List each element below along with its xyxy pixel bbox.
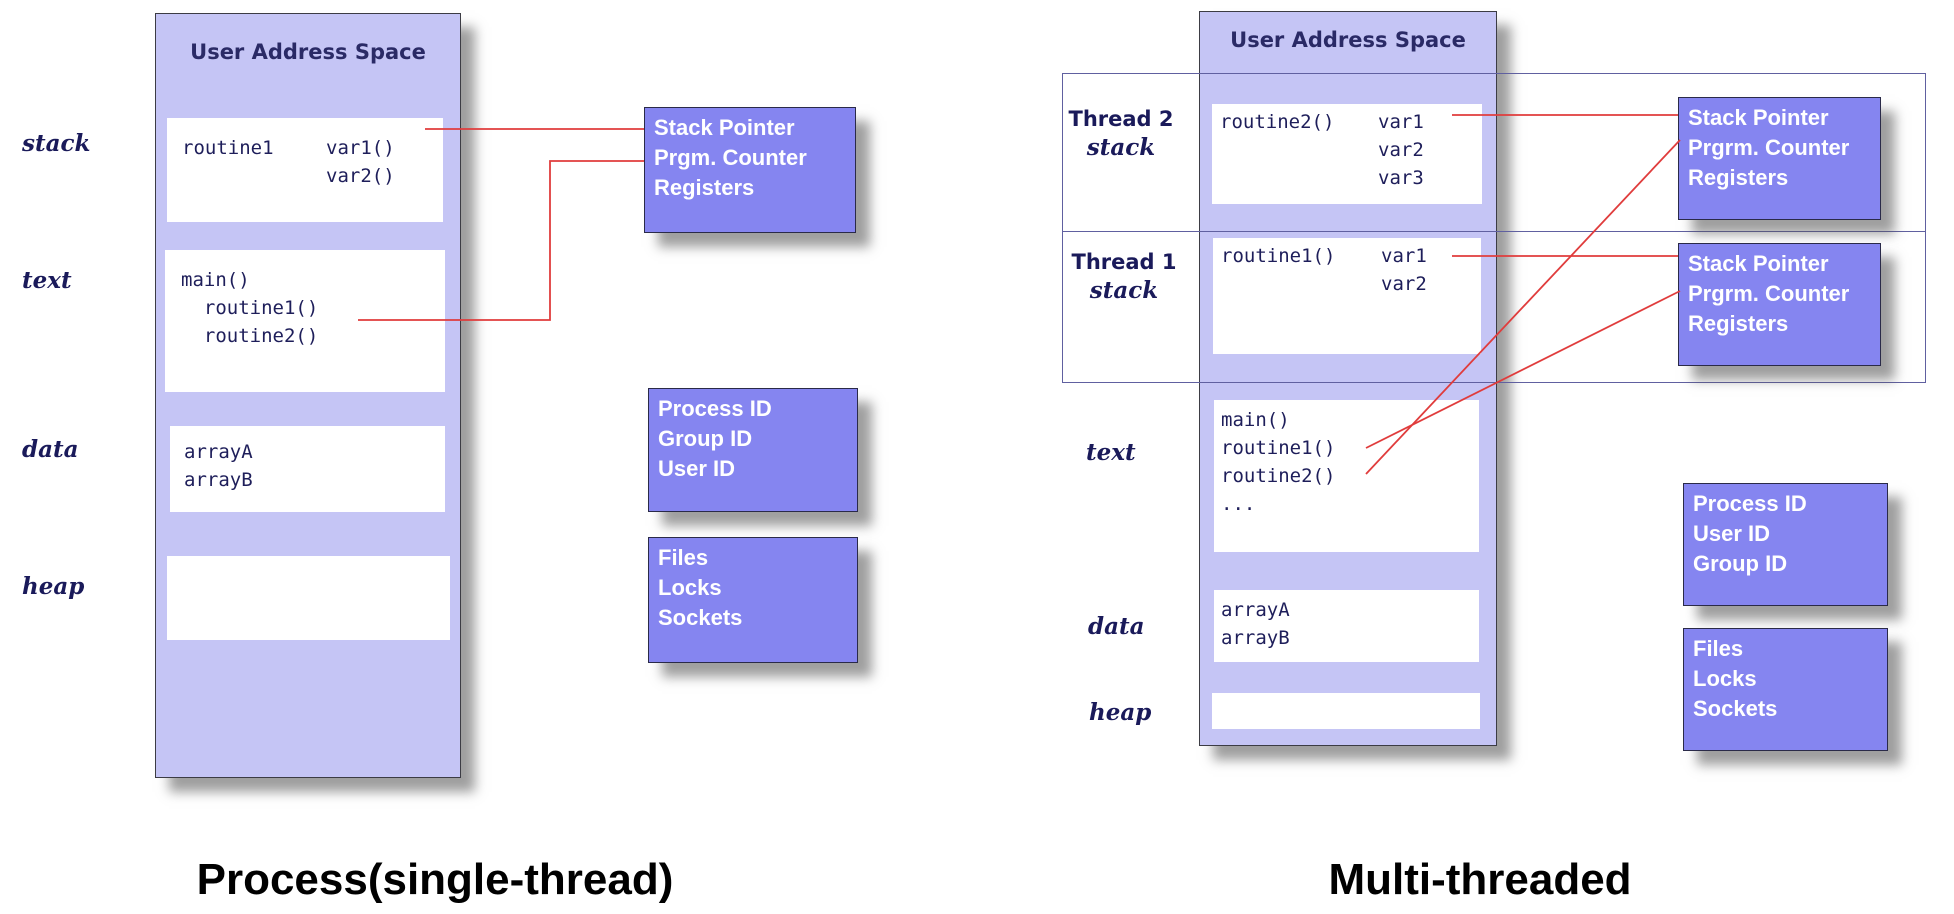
single-caption: Process(single-thread) [196, 855, 674, 904]
multi-text-line: main() [1221, 409, 1290, 431]
multi-process-ids-box: Process ID User ID Group ID [1683, 483, 1888, 606]
single-text-line: routine2() [181, 325, 319, 347]
multi-text-line: ... [1221, 493, 1256, 515]
single-stack-var2: var2() [326, 165, 395, 187]
single-resources-box: Files Locks Sockets [648, 537, 858, 663]
multi-data-segment: arrayA arrayB [1214, 590, 1479, 662]
single-label-heap: heap [22, 573, 85, 600]
single-stack-segment: routine1 var1() var2() [167, 118, 443, 222]
single-process-ids-box: Process ID Group ID User ID [648, 388, 858, 512]
single-data-line: arrayB [184, 469, 253, 491]
box-line: Stack Pointer [1688, 105, 1829, 130]
thread1-label-text: Thread 1 [1071, 250, 1177, 274]
thread1-var: var1 [1381, 245, 1427, 267]
thread2-label-stack: stack [1086, 134, 1156, 161]
box-line: Stack Pointer [654, 115, 795, 140]
thread2-label: Thread 2 stack [1062, 104, 1180, 161]
thread1-routine: routine1() [1221, 245, 1336, 267]
multi-caption: Multi-threaded [1328, 855, 1632, 904]
box-line: User ID [658, 456, 736, 481]
box-line: Process ID [1693, 491, 1807, 516]
box-line: Registers [1688, 165, 1789, 190]
single-label-stack: stack [22, 130, 91, 157]
multi-text-segment: main() routine1() routine2() ... [1214, 400, 1479, 552]
thread2-var: var3 [1378, 167, 1424, 189]
box-line: Prgrm. Counter [1688, 135, 1850, 160]
single-label-text: text [22, 267, 72, 294]
thread1-registers-box: Stack Pointer Prgrm. Counter Registers [1678, 243, 1881, 366]
box-line: Locks [1693, 666, 1757, 691]
box-line: Locks [658, 575, 722, 600]
single-thread-registers-box: Stack Pointer Prgm. Counter Registers [644, 107, 856, 233]
multi-text-line: routine2() [1221, 465, 1336, 487]
multi-heap-segment [1212, 693, 1480, 729]
thread1-stack-segment: routine1() var1 var2 [1213, 238, 1481, 354]
single-data-line: arrayA [184, 441, 253, 463]
single-stack-routine: routine1 [182, 137, 274, 159]
single-stack-var1: var1() [326, 137, 395, 159]
thread2-var: var2 [1378, 139, 1424, 161]
multi-text-line: routine1() [1221, 437, 1336, 459]
thread2-var: var1 [1378, 111, 1424, 133]
single-column-title: User Address Space [190, 40, 426, 64]
box-line: Process ID [658, 396, 772, 421]
multi-label-heap: heap [1089, 699, 1152, 726]
box-line: Sockets [1693, 696, 1778, 721]
single-text-segment: main() routine1() routine2() [165, 250, 445, 392]
box-line: Stack Pointer [1688, 251, 1829, 276]
thread2-registers-box: Stack Pointer Prgrm. Counter Registers [1678, 97, 1881, 220]
thread1-var: var2 [1381, 273, 1427, 295]
multi-resources-box: Files Locks Sockets [1683, 628, 1888, 751]
multi-data-line: arrayA [1221, 599, 1290, 621]
box-line: Sockets [658, 605, 743, 630]
thread2-stack-segment: routine2() var1 var2 var3 [1212, 104, 1482, 204]
single-text-line: main() [181, 269, 250, 291]
thread1-label-stack: stack [1089, 277, 1159, 304]
box-line: Registers [1688, 311, 1789, 336]
single-heap-segment [167, 556, 450, 640]
box-line: User ID [1693, 521, 1771, 546]
multi-label-data: data [1088, 613, 1145, 640]
box-line: Prgm. Counter [654, 145, 807, 170]
thread2-routine: routine2() [1220, 111, 1335, 133]
thread1-label: Thread 1 stack [1062, 247, 1186, 304]
thread2-label-text: Thread 2 [1068, 107, 1174, 131]
multi-label-text: text [1086, 439, 1136, 466]
box-line: Registers [654, 175, 755, 200]
box-line: Files [658, 545, 709, 570]
box-line: Prgrm. Counter [1688, 281, 1850, 306]
box-line: Group ID [658, 426, 753, 451]
single-data-segment: arrayA arrayB [170, 426, 445, 512]
multi-column-title: User Address Space [1230, 28, 1466, 52]
single-text-line: routine1() [181, 297, 319, 319]
box-line: Group ID [1693, 551, 1788, 576]
single-label-data: data [22, 436, 79, 463]
multi-data-line: arrayB [1221, 627, 1290, 649]
box-line: Files [1693, 636, 1744, 661]
